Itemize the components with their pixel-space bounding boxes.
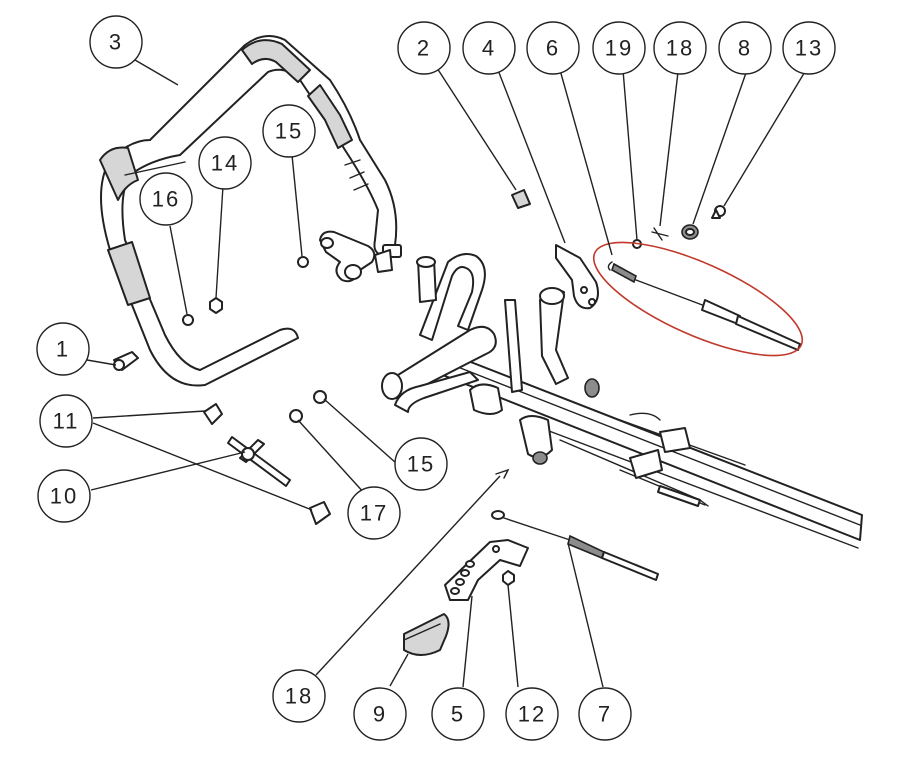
svg-text:19: 19 [605,36,633,61]
callout-6: 6 [526,21,580,75]
lever-part-4 [555,244,599,310]
callout-7: 7 [578,687,632,741]
callout-5: 5 [431,687,485,741]
svg-text:10: 10 [50,484,78,509]
spring-part-8 [681,224,699,240]
svg-text:6: 6 [546,36,560,61]
svg-text:16: 16 [152,187,180,212]
knob-part-1 [113,351,139,371]
callout-17: 17 [347,486,401,540]
washer-part-16 [182,314,194,326]
washer-part-17 [289,409,303,423]
callout-18-lower: 18 [272,669,326,723]
clip-part-18-lower [495,468,510,479]
svg-text:14: 14 [211,151,239,176]
grip-pad-part-9 [403,613,450,656]
leader-lines [86,59,807,688]
svg-text:8: 8 [738,36,752,61]
callout-8: 8 [718,21,772,75]
svg-text:9: 9 [373,702,387,727]
svg-text:15: 15 [407,452,435,477]
svg-text:4: 4 [482,36,496,61]
callout-15-upper: 15 [262,104,316,158]
cable-part-6 [607,261,801,351]
callout-15-lower: 15 [394,437,448,491]
svg-text:2: 2 [417,36,431,61]
svg-text:18: 18 [285,684,313,709]
callout-2: 2 [397,21,451,75]
cap-part-11-upper [203,403,223,425]
bolt-part-13 [711,205,726,219]
bracket-plate-part-5 [444,539,529,601]
callout-4: 4 [462,21,516,75]
callout-11: 11 [39,394,93,448]
cap-part-11-lower [309,501,331,525]
svg-text:12: 12 [518,702,546,727]
washer-part-15-upper [297,256,309,268]
bracket-assembly [319,230,393,283]
washer-part-15-lower [313,390,327,404]
highlight-ellipse [592,241,804,357]
nut-part-12 [502,570,515,586]
callout-1: 1 [36,322,90,376]
callout-16: 16 [139,172,193,226]
callout-14: 14 [198,136,252,190]
handlebar-frame-part-3 [99,35,402,387]
svg-text:13: 13 [795,36,823,61]
svg-text:15: 15 [275,119,303,144]
callout-bubbles: 3 2 4 6 19 18 8 13 15 14 16 1 11 10 15 1… [36,15,836,741]
svg-text:7: 7 [598,702,612,727]
callout-19: 19 [592,21,646,75]
nut-part-14 [209,297,223,314]
callout-10: 10 [37,469,91,523]
svg-text:11: 11 [53,409,80,434]
pad-part-2 [511,189,531,209]
svg-text:3: 3 [109,30,123,55]
cable-part-7 [491,510,659,581]
cable-end-right [657,485,701,507]
callout-13: 13 [782,21,836,75]
callout-3: 3 [89,15,143,69]
svg-text:18: 18 [666,36,694,61]
main-chassis [381,253,863,549]
t-handle-part-10 [227,436,291,487]
clip-part-18-upper [651,227,669,241]
callout-12: 12 [505,687,559,741]
svg-text:1: 1 [56,337,70,362]
svg-text:5: 5 [451,702,465,727]
callout-18-upper: 18 [653,21,707,75]
callout-9: 9 [353,687,407,741]
svg-text:17: 17 [360,501,388,526]
